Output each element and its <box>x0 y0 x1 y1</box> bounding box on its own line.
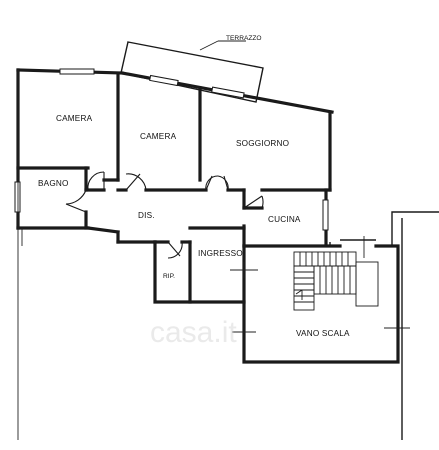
terrace-outline <box>120 40 264 103</box>
window-soggiorno <box>211 86 245 99</box>
window-camera-1 <box>59 68 95 75</box>
staircase <box>293 251 379 311</box>
window-camera-2 <box>149 74 179 87</box>
label-ingresso: INGRESSO <box>198 249 243 258</box>
interior-walls <box>16 72 332 304</box>
label-terrazzo: TERRAZZO <box>226 35 262 42</box>
neighbour-lines <box>17 70 439 440</box>
doors <box>65 171 410 333</box>
label-cucina: CUCINA <box>268 215 301 224</box>
label-soggiorno: SOGGIORNO <box>236 139 289 148</box>
window-bagno <box>14 181 21 213</box>
windows <box>14 68 329 231</box>
label-rip: RIP. <box>163 273 175 280</box>
label-bagno: BAGNO <box>38 179 69 188</box>
label-camera-2: CAMERA <box>140 132 177 141</box>
label-dis: DIS. <box>138 211 155 220</box>
window-cucina <box>322 199 329 231</box>
label-vano-scala: VANO SCALA <box>296 329 350 338</box>
label-camera-1: CAMERA <box>56 114 93 123</box>
watermark-text: casa.it <box>150 316 237 349</box>
